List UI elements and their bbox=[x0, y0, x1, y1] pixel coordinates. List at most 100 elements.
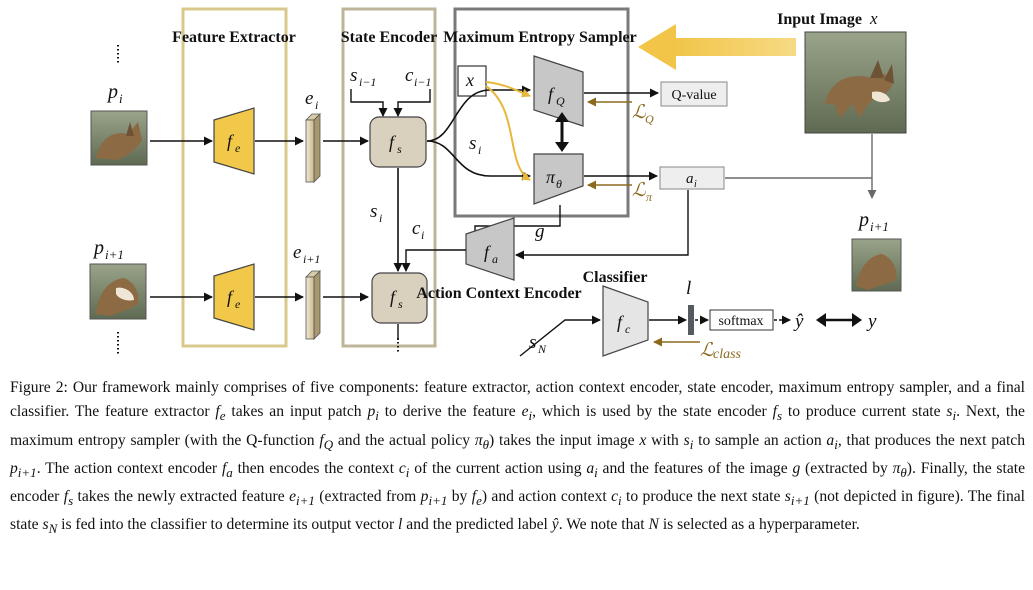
svg-text:p: p bbox=[857, 209, 869, 231]
svg-text:c: c bbox=[412, 218, 421, 239]
svg-text:softmax: softmax bbox=[718, 314, 763, 329]
svg-text:f: f bbox=[548, 84, 556, 104]
arrow-c-prev bbox=[393, 89, 431, 117]
policy-block: π θ bbox=[533, 153, 584, 205]
svg-text:f: f bbox=[389, 132, 397, 152]
svg-text:f: f bbox=[227, 287, 235, 307]
state-encoder-top: f s bbox=[369, 116, 427, 168]
math-fe: fe bbox=[471, 488, 482, 509]
svg-text:p: p bbox=[92, 237, 104, 259]
math-x: x bbox=[639, 431, 647, 449]
action-box: a i bbox=[659, 166, 725, 190]
sampler-title: Maximum Entropy Sampler bbox=[443, 29, 636, 46]
svg-text:ℒ: ℒ bbox=[632, 102, 647, 123]
caption-seg: . Next, the maximum entropy sampler (wit… bbox=[10, 403, 1025, 449]
caption-text: Figure 2: Our framework mainly comprises… bbox=[10, 376, 1025, 542]
caption-seg: Figure 2: Our framework mainly comprises… bbox=[10, 379, 1025, 421]
math-pitheta: πθ bbox=[474, 431, 490, 452]
math-fe: fe bbox=[215, 403, 226, 424]
svg-text:i: i bbox=[694, 179, 697, 190]
caption-seg: to derive the feature bbox=[378, 403, 522, 421]
svg-text:e: e bbox=[235, 141, 241, 155]
s-N-label: s N bbox=[529, 332, 547, 356]
caption-seg: and the actual policy bbox=[333, 431, 475, 449]
svg-text:c: c bbox=[405, 65, 414, 86]
sampler-exchange-arrow bbox=[555, 112, 569, 152]
svg-text:a: a bbox=[492, 252, 498, 266]
g-label: g bbox=[535, 221, 545, 242]
math-si: si bbox=[946, 403, 957, 424]
svg-text:e: e bbox=[293, 242, 301, 263]
c-prev-label: c i−1 bbox=[405, 65, 431, 89]
feature-bar-e-i1 bbox=[305, 270, 321, 340]
state-encoder-panel bbox=[341, 7, 437, 348]
l-label: l bbox=[686, 278, 691, 299]
caption-seg: , which is used by the state encoder bbox=[532, 403, 773, 421]
arrow-fs-to-fq bbox=[426, 85, 531, 142]
arrow-ai-to-fa bbox=[515, 190, 689, 260]
math-si1: si+1 bbox=[784, 488, 810, 509]
y-hat-label: ŷ bbox=[793, 311, 804, 332]
svg-text:s: s bbox=[370, 201, 377, 222]
loss-q-label: ℒ Q bbox=[632, 102, 654, 126]
input-image-arrow bbox=[638, 24, 796, 70]
caption-seg: of the current action using bbox=[409, 459, 587, 477]
figure-caption: Figure 2: Our framework mainly comprises… bbox=[10, 376, 1025, 542]
svg-text:f: f bbox=[227, 131, 235, 151]
svg-text:x: x bbox=[465, 70, 474, 90]
svg-text:i: i bbox=[379, 211, 382, 225]
svg-text:p: p bbox=[106, 81, 118, 103]
math-yhat: ŷ bbox=[551, 516, 559, 534]
svg-text:i: i bbox=[315, 98, 318, 112]
arrow-s-prev bbox=[350, 89, 388, 117]
svg-text:e: e bbox=[235, 297, 241, 311]
input-image-label: Input Image x bbox=[777, 9, 878, 28]
math-pi1: pi+1 bbox=[10, 459, 37, 480]
caption-seg: (extracted by bbox=[800, 459, 893, 477]
math-ai: ai bbox=[826, 431, 838, 452]
q-value-box: Q-value bbox=[660, 81, 728, 107]
math-ci: ci bbox=[398, 459, 410, 480]
svg-text:c: c bbox=[625, 322, 631, 336]
caption-seg: with bbox=[646, 431, 684, 449]
action-context-encoder-title: Action Context Encoder bbox=[416, 285, 581, 302]
caption-seg: is fed into the classifier to determine … bbox=[57, 516, 399, 534]
feature-extractor-title: Feature Extractor bbox=[172, 29, 296, 46]
caption-seg: to produce current state bbox=[782, 403, 947, 421]
svg-text:s: s bbox=[398, 297, 403, 311]
svg-text:s: s bbox=[469, 133, 476, 154]
svg-text:N: N bbox=[537, 342, 547, 356]
arrow-x-to-pi bbox=[485, 85, 531, 181]
svg-text:Action Context Encoder: Action Context Encoder bbox=[416, 285, 581, 302]
math-ci: ci bbox=[611, 488, 622, 509]
math-pi: pi bbox=[367, 403, 379, 424]
action-context-encoder-block: f a bbox=[465, 217, 515, 281]
math-fs: fs bbox=[63, 488, 74, 509]
svg-text:π: π bbox=[546, 167, 556, 187]
svg-text:i−1: i−1 bbox=[414, 75, 431, 89]
caption-seg: , that produces the next patch bbox=[837, 431, 1026, 449]
p-i-label: p i bbox=[106, 81, 123, 106]
math-N: N bbox=[648, 516, 659, 534]
caption-seg: to sample an action bbox=[693, 431, 827, 449]
s-i-label-branch: s i bbox=[469, 133, 481, 157]
math-fa: fa bbox=[221, 459, 233, 480]
svg-text:Q: Q bbox=[645, 112, 654, 126]
next-patch bbox=[851, 238, 902, 292]
svg-text:i−1: i−1 bbox=[359, 75, 376, 89]
y-label: y bbox=[866, 311, 877, 332]
c-i-label: c i bbox=[412, 218, 424, 242]
caption-seg: takes an input patch bbox=[225, 403, 368, 421]
loss-pi-label: ℒ π bbox=[632, 180, 653, 204]
caption-seg: ). Finally, the state encoder bbox=[10, 459, 1026, 506]
math-sn: sN bbox=[42, 516, 58, 537]
svg-text:f: f bbox=[617, 312, 625, 332]
svg-text:a: a bbox=[686, 171, 694, 187]
caption-seg: by bbox=[447, 488, 472, 506]
caption-seg: is selected as a hyperparameter. bbox=[658, 516, 860, 534]
patch-p-i bbox=[90, 110, 148, 166]
svg-text:π: π bbox=[646, 190, 653, 204]
feature-bar-e-i bbox=[305, 113, 321, 183]
caption-seg: (extracted from bbox=[314, 488, 421, 506]
feature-extractor-panel bbox=[181, 7, 288, 348]
